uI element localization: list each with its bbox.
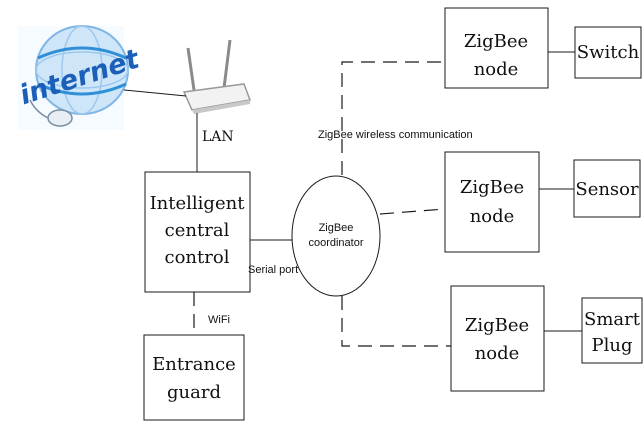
coordinator-node2-link [379,208,446,215]
zigbee-node-1-label-1: ZigBee [464,31,528,52]
zigbee-node-2-box [444,151,540,253]
zigbee-node-3-label-1: ZigBee [465,315,529,336]
coordinator-node1-link [341,61,445,175]
zigbee-node-3-box [450,285,545,392]
smart-plug-label-1: Smart [584,309,641,330]
central-control-label-3: control [165,247,230,268]
central-control-label-1: Intelligent [150,193,246,214]
central-control-label-2: central [165,220,230,241]
internet-globe-icon [18,25,129,130]
coordinator-label-1: ZigBee [319,222,354,234]
entrance-guard-label-2: guard [167,382,221,403]
serial-port-label: Serial port [248,264,298,276]
central-control-box [144,171,251,293]
router-icon [182,39,252,114]
sensor-box [573,159,641,218]
smart-plug-box [581,297,643,364]
wifi-label: WiFi [208,314,230,326]
smart-plug-label-2: Plug [592,335,633,356]
zigbee-node-3-label-2: node [475,343,520,364]
wireless-communication-label: ZigBee wireless communication [318,129,473,141]
zigbee-node-2-label-1: ZigBee [460,177,524,198]
zigbee-coordinator-ellipse [291,175,381,297]
entrance-guard-label-1: Entrance [152,354,236,375]
sensor-label: Sensor [575,179,639,200]
switch-label: Switch [577,42,640,63]
coordinator-node3-link [341,296,451,347]
switch-box [574,26,642,79]
coordinator-label-2: coordinator [308,237,363,249]
lan-label: LAN [202,129,234,145]
entrance-guard-box [143,334,245,421]
zigbee-node-1-box [444,7,549,89]
zigbee-node-1-label-2: node [474,59,519,80]
internet-router-link [123,89,187,97]
zigbee-node-2-label-2: node [470,206,515,227]
